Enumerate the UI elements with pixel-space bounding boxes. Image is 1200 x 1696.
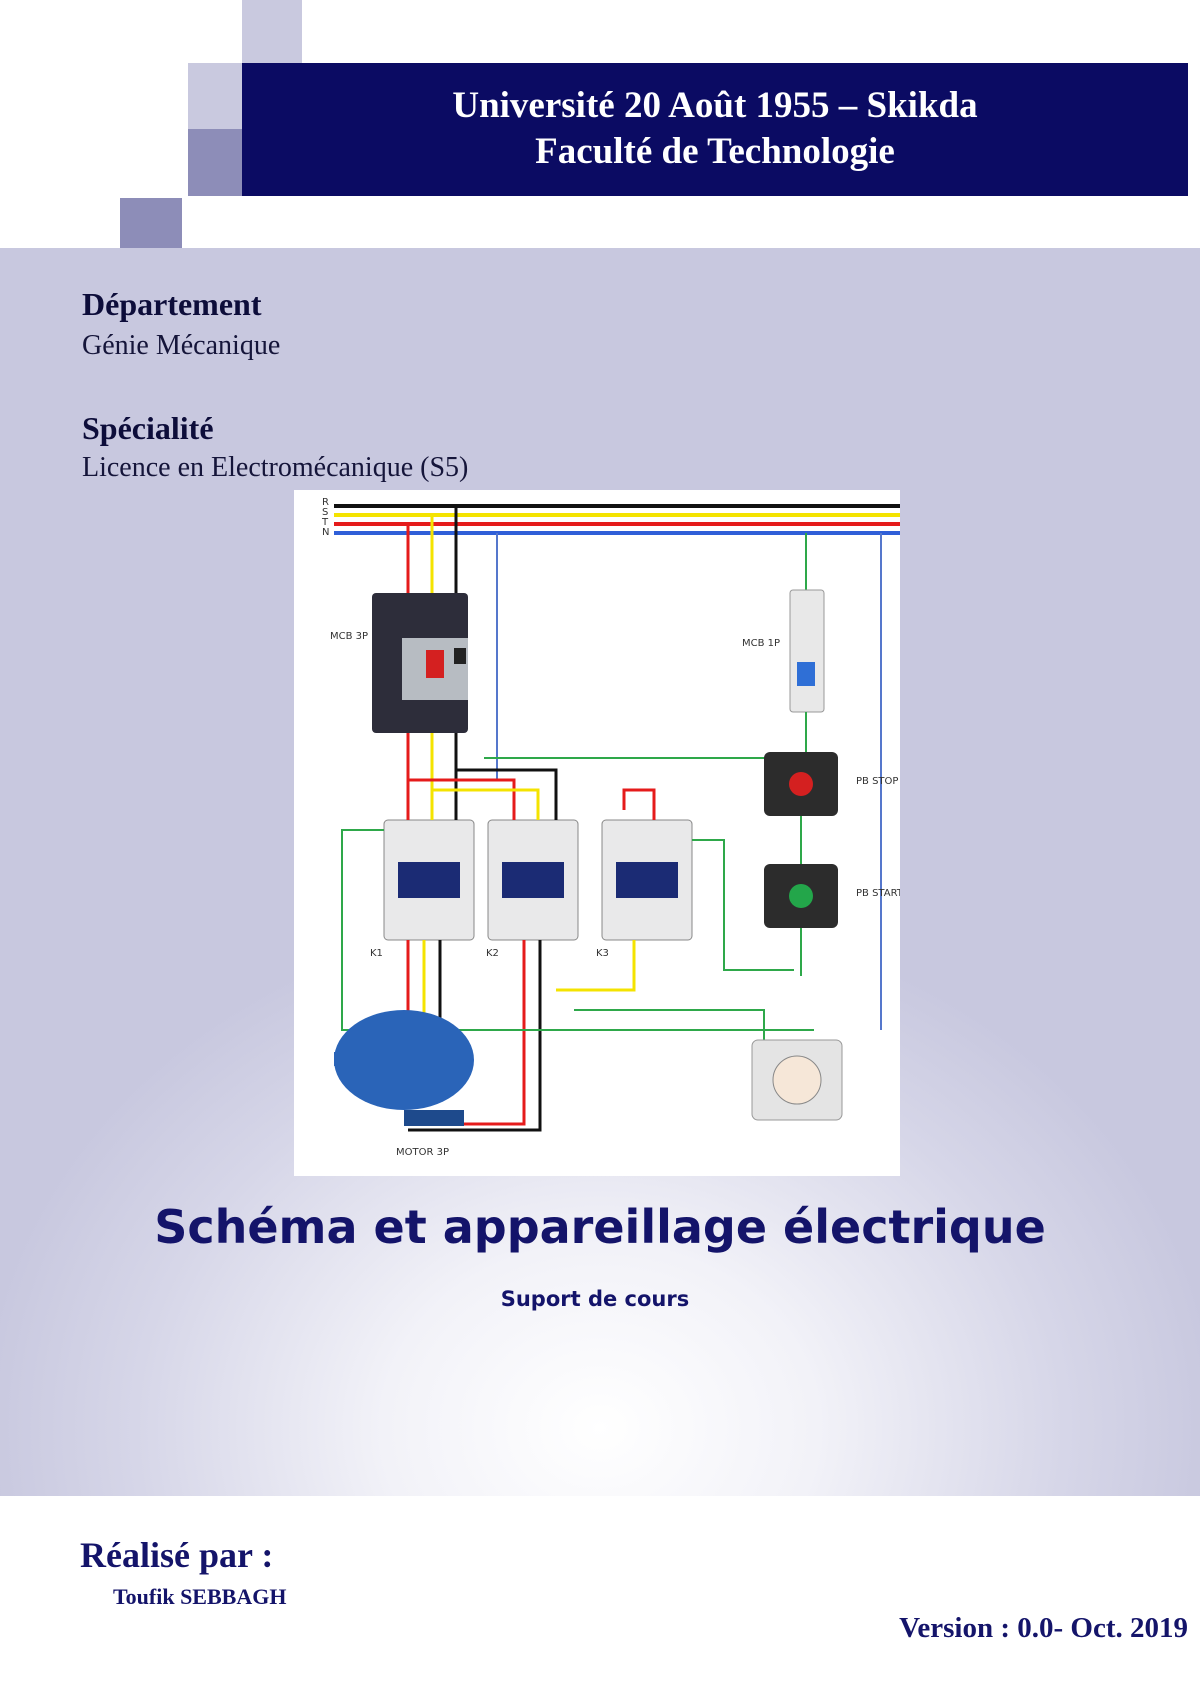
- decor-square: [188, 129, 242, 196]
- pb-stop-label: PB STOP: [856, 776, 898, 787]
- bus-label-r: R: [322, 497, 329, 508]
- decor-square: [188, 63, 242, 129]
- header-banner: Université 20 Août 1955 – Skikda Faculté…: [242, 63, 1188, 196]
- mcb3p-label: MCB 3P: [330, 631, 368, 642]
- pb-start-label: PB START: [856, 888, 900, 899]
- department-value: Génie Mécanique: [82, 330, 281, 361]
- bus-label-t: T: [321, 517, 329, 528]
- bus-label-n: N: [322, 527, 329, 538]
- motor-3p: [334, 1010, 474, 1110]
- k2-label: K2: [486, 948, 499, 959]
- wiring-diagram: R S T N MCB 3P MCB 1P PB STOP PB START: [294, 490, 904, 1176]
- document-subtitle: Suport de cours: [500, 1287, 690, 1311]
- author-label: Réalisé par :: [80, 1535, 274, 1575]
- k1-label: K1: [370, 948, 383, 959]
- bus-label-s: S: [322, 507, 328, 518]
- k3-label: K3: [596, 948, 609, 959]
- wiring-diagram-svg: R S T N MCB 3P MCB 1P PB STOP PB START: [321, 497, 904, 1158]
- mcb-1p: [789, 589, 825, 713]
- specialty-label: Spécialité: [82, 410, 214, 446]
- motor-label: MOTOR 3P: [396, 1147, 449, 1158]
- faculty-name: Faculté de Technologie: [535, 131, 895, 172]
- document-title: Schéma et appareillage électrique: [154, 1200, 1046, 1254]
- version-text: Version : 0.0- Oct. 2019: [899, 1612, 1188, 1644]
- university-name: Université 20 Août 1955 – Skikda: [452, 85, 978, 126]
- specialty-value: Licence en Electromécanique (S5): [82, 452, 469, 483]
- author-name: Toufik SEBBAGH: [113, 1584, 287, 1609]
- decor-square: [242, 0, 302, 63]
- department-label: Département: [82, 286, 262, 322]
- mcb1p-label: MCB 1P: [742, 638, 780, 649]
